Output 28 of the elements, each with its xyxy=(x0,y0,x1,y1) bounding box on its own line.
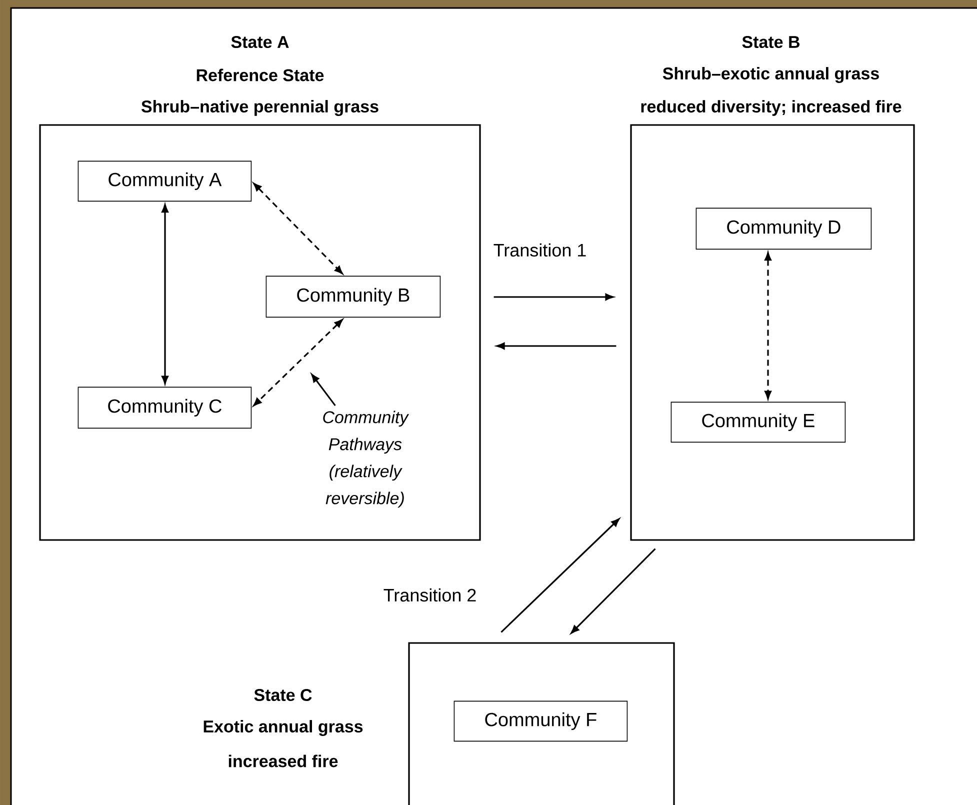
state-heading: increased fire xyxy=(228,754,338,768)
community-box: Community C xyxy=(78,386,252,429)
arrow xyxy=(500,518,620,633)
pathway-note: Community Pathways (relatively reversible) xyxy=(323,410,410,508)
state-heading: Reference State xyxy=(196,68,324,82)
community-box: Community D xyxy=(696,208,872,250)
leader-line xyxy=(311,374,336,406)
state-heading: Shrub–native perennial grass xyxy=(141,100,378,116)
community-box: Community F xyxy=(454,700,628,742)
state-heading: reduced diversity; increased fire xyxy=(641,100,902,116)
arrow xyxy=(764,252,772,400)
edge-label: Transition 1 xyxy=(491,241,589,259)
arrow xyxy=(496,342,616,350)
state-heading: Exotic annual grass xyxy=(204,720,363,736)
arrow xyxy=(494,294,614,300)
state-heading: Shrub–exotic annual grass xyxy=(662,67,879,83)
state-heading: State B xyxy=(742,36,800,48)
arrow xyxy=(162,204,168,384)
arrow xyxy=(570,548,656,634)
state-heading: State C xyxy=(254,688,312,702)
state-heading: State A xyxy=(231,36,289,48)
edge-label: Transition 2 xyxy=(381,586,479,604)
state-box xyxy=(408,642,675,805)
community-box: Community B xyxy=(266,276,441,318)
community-box: Community A xyxy=(78,160,252,202)
arrow xyxy=(253,319,343,406)
arrow xyxy=(253,182,343,274)
community-box: Community E xyxy=(670,402,846,443)
